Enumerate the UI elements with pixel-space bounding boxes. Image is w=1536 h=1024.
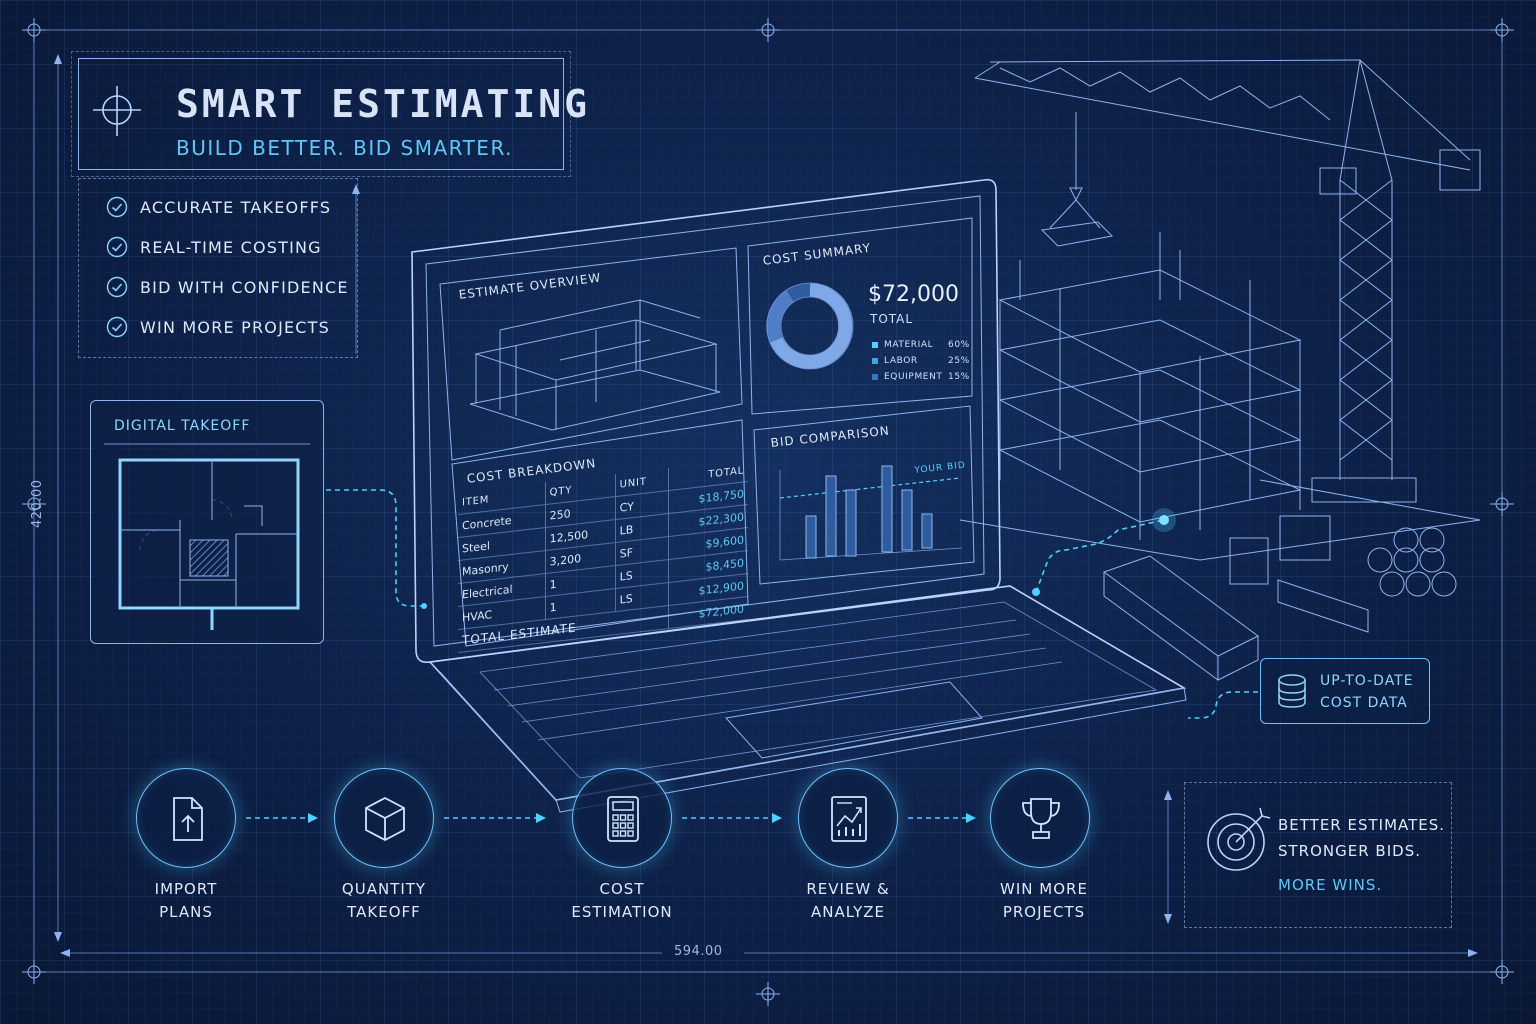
file-upload-icon [173, 797, 203, 841]
height-dimension-label: 420.00 [30, 479, 45, 529]
check-circle-icon [106, 196, 128, 218]
width-dimension-label: 594.00 [674, 944, 723, 959]
cost-breakdown-table: ITEM QTY UNIT TOTAL Concrete 250 CY $18,… [458, 458, 748, 653]
legend-material: MATERIAL 60% [872, 340, 969, 350]
legend-swatch [872, 342, 878, 348]
step-import-plans[interactable] [136, 768, 236, 868]
feature-item: WIN MORE PROJECTS [106, 316, 330, 338]
digital-takeoff-card [90, 400, 324, 644]
connector-paths [326, 489, 1258, 719]
feature-item: BID WITH CONFIDENCE [106, 276, 349, 298]
step-review-analyze-label: REVIEW & ANALYZE [768, 878, 928, 924]
cost-summary-total: $72,000 [868, 282, 959, 307]
legend-label: LABOR [884, 356, 918, 366]
step-label-line1: QUANTITY [341, 880, 427, 898]
message-line1: BETTER ESTIMATES. [1278, 816, 1446, 834]
features-box [78, 178, 358, 358]
step-label-line2: ESTIMATION [571, 903, 673, 921]
step-win-more-projects-label: WIN MORE PROJECTS [964, 878, 1124, 924]
message-line3: MORE WINS. [1278, 876, 1383, 894]
step-label-line1: WIN MORE [1000, 880, 1088, 898]
step-review-analyze[interactable] [798, 768, 898, 868]
message-box [1184, 782, 1452, 928]
title-block [71, 51, 571, 177]
legend-swatch [872, 374, 878, 380]
legend-pct: 15% [948, 372, 970, 382]
digital-takeoff-label: DIGITAL TAKEOFF [114, 418, 251, 434]
cost-data-line2: COST DATA [1320, 695, 1408, 711]
step-quantity-takeoff-label: QUANTITY TAKEOFF [304, 878, 464, 924]
materials-drawing [1102, 515, 1457, 681]
page-tagline: BUILD BETTER. BID SMARTER. [176, 136, 513, 160]
step-cost-estimation-label: COST ESTIMATION [542, 878, 702, 924]
target-icon [1207, 807, 1271, 871]
check-circle-icon [106, 236, 128, 258]
dimension-lines [54, 54, 1478, 957]
bid-comparison-chart [779, 465, 963, 561]
legend-pct: 60% [948, 340, 970, 350]
message-line2: STRONGER BIDS. [1278, 842, 1421, 860]
step-label-line1: COST [599, 880, 645, 898]
step-import-plans-label: IMPORT PLANS [106, 878, 266, 924]
database-icon [1278, 674, 1306, 708]
legend-swatch [872, 358, 878, 364]
legend-pct: 25% [948, 356, 970, 366]
legend-labor: LABOR 25% [872, 356, 969, 366]
step-arrows [246, 813, 976, 823]
legend-label: MATERIAL [884, 340, 934, 350]
crane-drawing [974, 59, 1481, 503]
cost-data-badge [1260, 658, 1430, 724]
cost-data-text: UP-TO-DATE COST DATA [1320, 670, 1414, 714]
feature-label: BID WITH CONFIDENCE [140, 277, 349, 297]
step-label-line1: IMPORT [154, 880, 218, 898]
step-label-line1: REVIEW & [806, 880, 890, 898]
registration-marks [22, 18, 1514, 1006]
building-drawing [959, 232, 1481, 561]
page-title: SMART ESTIMATING [176, 82, 591, 126]
laptop-drawing [411, 178, 1187, 813]
step-win-more-projects[interactable] [990, 768, 1090, 868]
cube-icon [365, 796, 405, 842]
feature-label: WIN MORE PROJECTS [140, 317, 330, 337]
donut-chart [766, 282, 854, 370]
cost-data-line1: UP-TO-DATE [1320, 673, 1414, 689]
structure-wireframe [469, 299, 721, 431]
cost-summary-total-label: TOTAL [870, 312, 914, 326]
check-circle-icon [106, 316, 128, 338]
step-cost-estimation[interactable] [572, 768, 672, 868]
step-quantity-takeoff[interactable] [334, 768, 434, 868]
feature-label: REAL-TIME COSTING [140, 237, 322, 257]
crosshair-icon [93, 86, 141, 136]
legend-label: EQUIPMENT [884, 372, 943, 382]
step-label-line2: PLANS [159, 903, 213, 921]
trophy-icon [1022, 798, 1060, 839]
legend-equipment: EQUIPMENT 15% [872, 372, 969, 382]
check-circle-icon [106, 276, 128, 298]
step-label-line2: TAKEOFF [347, 903, 421, 921]
feature-label: ACCURATE TAKEOFFS [140, 197, 332, 217]
feature-item: ACCURATE TAKEOFFS [106, 196, 331, 218]
step-label-line2: ANALYZE [810, 903, 886, 921]
calculator-icon [607, 796, 639, 842]
chart-report-icon [831, 796, 867, 842]
step-label-line2: PROJECTS [1002, 903, 1086, 921]
feature-item: REAL-TIME COSTING [106, 236, 322, 258]
